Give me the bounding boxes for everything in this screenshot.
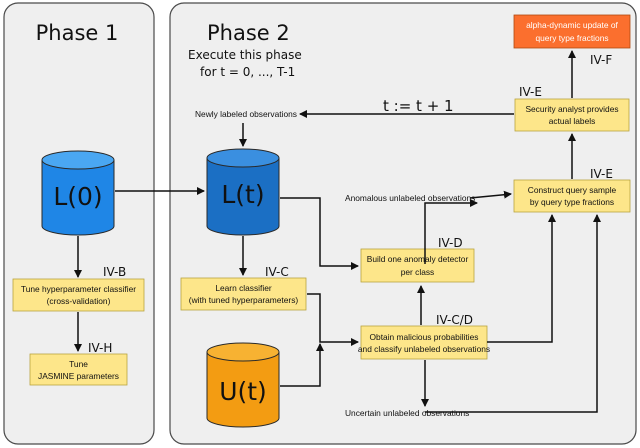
box-security-analyst: Security analyst provides actual labels	[514, 98, 630, 132]
svg-text:Construct query sample: Construct query sample	[528, 185, 617, 195]
box-obtain-probabilities: Obtain malicious probabilities and class…	[358, 325, 490, 360]
svg-text:by query type fractions: by query type fractions	[530, 197, 614, 207]
phase2-title: Phase 2	[207, 21, 290, 45]
tag-iv-b: IV-B	[103, 265, 126, 279]
svg-text:actual labels: actual labels	[549, 116, 596, 126]
svg-text:per class: per class	[401, 267, 435, 277]
svg-text:(cross-validation): (cross-validation)	[47, 296, 111, 306]
phase2-subtitle-line2: for t = 0, ..., T-1	[200, 65, 295, 79]
label-t-update: t := t + 1	[383, 97, 454, 115]
box-tune-jasmine: Tune JASMINE parameters	[29, 353, 128, 386]
tag-iv-cd: IV-C/D	[436, 313, 473, 327]
label-newly-labeled: Newly labeled observations	[195, 109, 297, 119]
store-ut-label: U(t)	[219, 377, 267, 406]
box-alpha-update: alpha-dynamic update of query type fract…	[513, 14, 631, 49]
store-ut: U(t)	[206, 342, 280, 428]
store-lt-label: L(t)	[221, 180, 264, 209]
phase2-subtitle-line1: Execute this phase	[188, 48, 302, 62]
tag-iv-c: IV-C	[265, 265, 289, 279]
svg-text:Build one anomaly detector: Build one anomaly detector	[367, 254, 469, 264]
store-lt: L(t)	[206, 148, 280, 236]
box-learn-classifier: Learn classifier (with tuned hyperparame…	[180, 277, 307, 311]
box-build-detector: Build one anomaly detector per class	[360, 248, 475, 283]
svg-text:query type fractions: query type fractions	[535, 33, 608, 43]
tag-iv-e-construct: IV-E	[590, 167, 613, 181]
svg-text:Tune: Tune	[69, 359, 88, 369]
svg-text:Security analyst provides: Security analyst provides	[525, 104, 618, 114]
box-construct-query: Construct query sample by query type fra…	[513, 179, 631, 213]
svg-text:Learn classifier: Learn classifier	[215, 283, 272, 293]
tag-iv-e-analyst: IV-E	[519, 85, 542, 99]
svg-text:Obtain malicious probabilities: Obtain malicious probabilities	[370, 332, 479, 342]
svg-text:(with tuned hyperparameters): (with tuned hyperparameters)	[189, 295, 299, 305]
store-l0-label: L(0)	[53, 182, 102, 211]
label-anomalous-unlabeled: Anomalous unlabeled observations	[345, 193, 475, 203]
box-tune-classifier: Tune hyperparameter classifier (cross-va…	[12, 278, 145, 312]
svg-text:Tune hyperparameter classifier: Tune hyperparameter classifier	[21, 284, 136, 294]
tag-iv-h: IV-H	[88, 341, 112, 355]
tag-iv-f: IV-F	[590, 53, 612, 67]
phase1-title: Phase 1	[36, 21, 119, 45]
svg-text:and classify unlabeled observa: and classify unlabeled observations	[358, 344, 490, 354]
store-l0: L(0)	[41, 150, 115, 236]
tag-iv-d: IV-D	[438, 236, 463, 250]
svg-text:JASMINE parameters: JASMINE parameters	[38, 371, 119, 381]
label-uncertain-unlabeled: Uncertain unlabeled observations	[345, 408, 469, 418]
svg-text:alpha-dynamic update of: alpha-dynamic update of	[526, 20, 618, 30]
flow-arrows	[74, 50, 601, 413]
